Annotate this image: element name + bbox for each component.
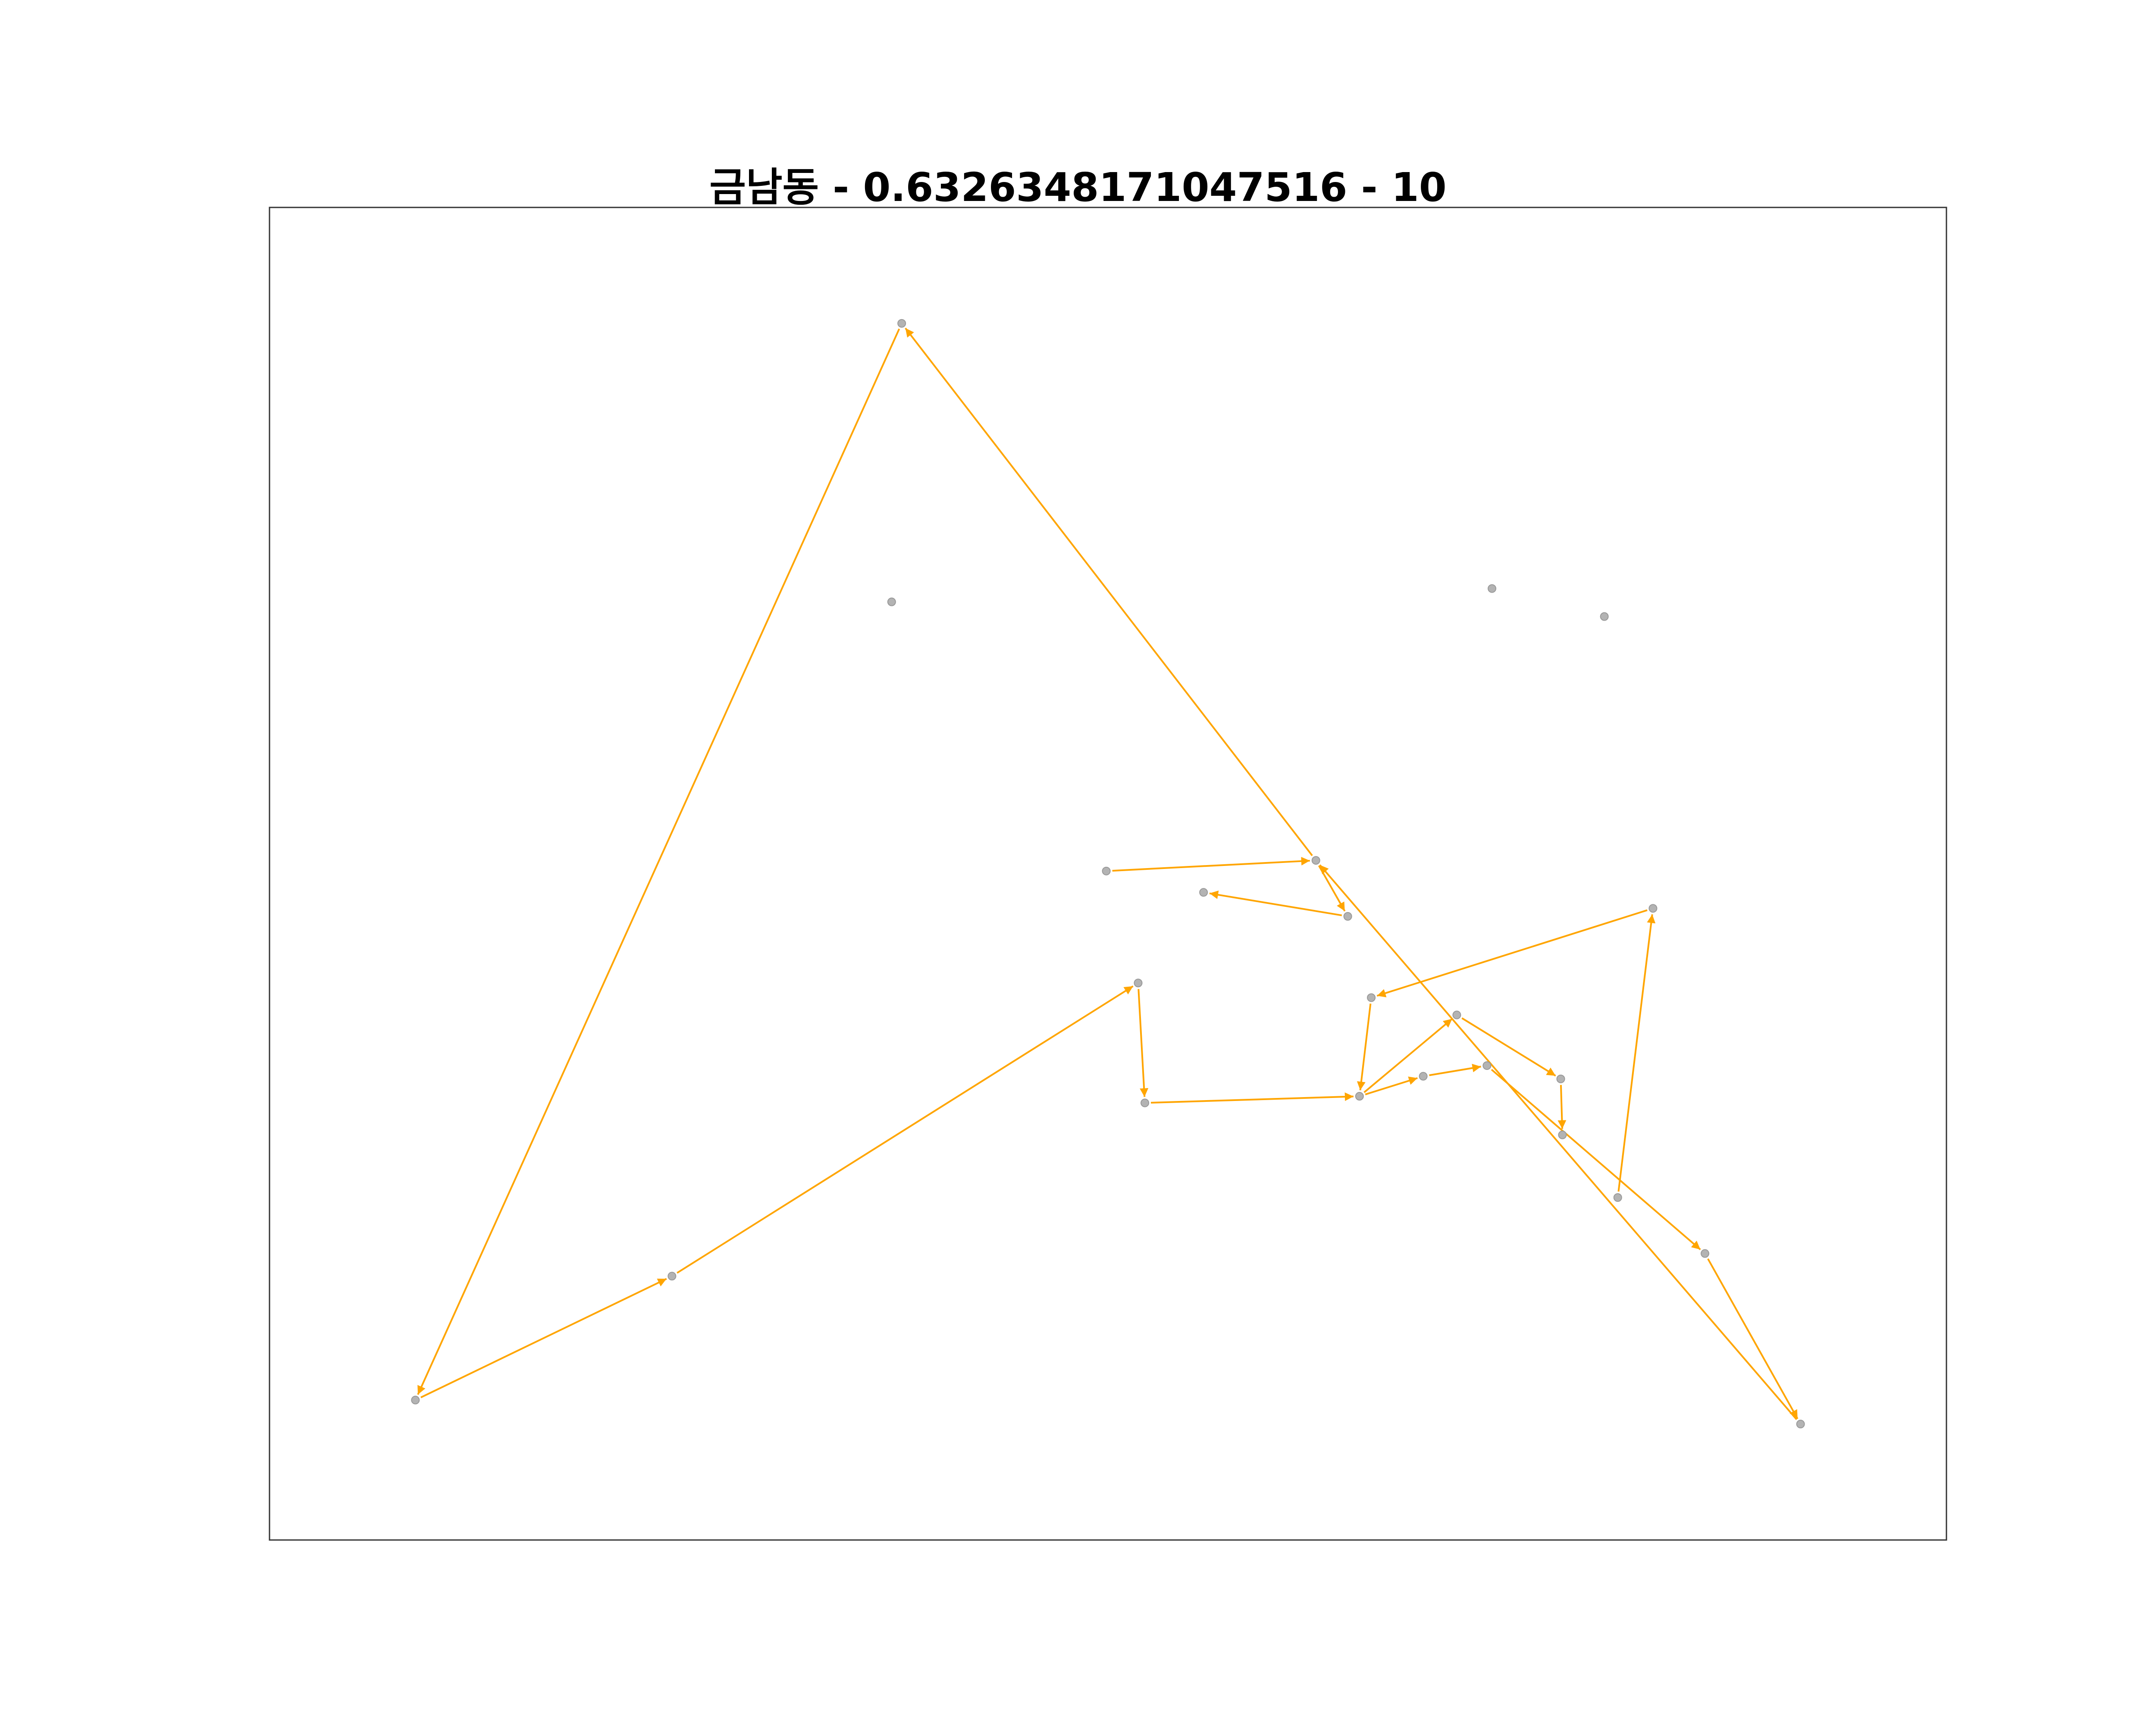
edge-arrow-17 xyxy=(1319,864,1798,1420)
data-point-p15 xyxy=(1648,904,1658,913)
data-point-p17 xyxy=(1452,1010,1461,1019)
data-point-p16 xyxy=(1367,993,1376,1002)
edge-arrow-8 xyxy=(1138,989,1149,1097)
edge-arrow-11 xyxy=(1429,1063,1481,1076)
edge-arrow-13 xyxy=(1461,1017,1556,1077)
edge-arrow-7 xyxy=(677,985,1134,1274)
data-point-p01 xyxy=(897,319,906,328)
edge-arrow-20 xyxy=(1357,1004,1372,1091)
data-point-p23 xyxy=(1102,866,1111,875)
data-point-p07 xyxy=(1134,979,1143,988)
data-point-p06 xyxy=(667,1272,677,1281)
data-point-p03 xyxy=(1488,584,1497,593)
edge-arrow-14 xyxy=(1557,1085,1567,1129)
data-point-p13 xyxy=(1558,1130,1567,1139)
data-point-p08 xyxy=(1141,1098,1150,1107)
edge-arrow-9 xyxy=(1150,1092,1354,1104)
edge-arrow-6 xyxy=(420,1278,667,1399)
data-point-p09 xyxy=(1355,1092,1364,1101)
edge-arrow-19 xyxy=(1376,909,1648,997)
edge-arrow-4 xyxy=(905,327,1313,856)
data-point-p19 xyxy=(1796,1420,1805,1429)
chart-title: 금남동 - 0.6326348171047516 - 10 xyxy=(709,164,1447,210)
data-point-p18 xyxy=(1700,1249,1709,1258)
edge-arrow-10 xyxy=(1365,1076,1418,1095)
data-point-p21 xyxy=(1343,912,1352,921)
edge-arrow-5 xyxy=(417,328,900,1395)
edge-arrow-1 xyxy=(1112,856,1310,872)
data-point-p12 xyxy=(1556,1074,1565,1083)
point-layer xyxy=(411,319,1805,1429)
data-point-p20 xyxy=(1311,856,1320,865)
data-point-p02 xyxy=(887,597,896,606)
edge-arrow-16 xyxy=(1707,1258,1799,1419)
edge-layer xyxy=(417,327,1799,1420)
edge-arrow-18 xyxy=(1617,914,1656,1192)
data-point-p11 xyxy=(1482,1061,1492,1070)
data-point-p10 xyxy=(1419,1072,1428,1081)
edge-arrow-3 xyxy=(1209,890,1342,916)
data-point-p04 xyxy=(1600,612,1609,621)
edge-arrow-12 xyxy=(1363,1018,1453,1093)
data-point-p22 xyxy=(1199,888,1208,897)
data-point-p14 xyxy=(1613,1193,1622,1202)
edge-arrow-15 xyxy=(1491,1069,1701,1251)
axes-frame xyxy=(269,207,1947,1541)
data-point-p05 xyxy=(411,1396,420,1405)
